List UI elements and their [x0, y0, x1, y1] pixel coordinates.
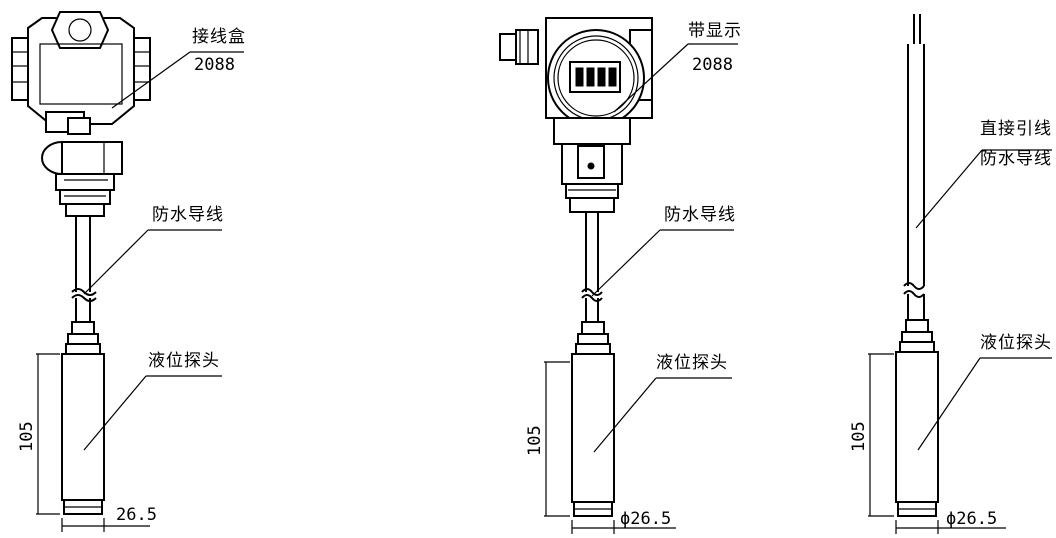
probe-label: 液位探头 — [980, 333, 1052, 353]
length-dimension: 105 — [525, 425, 545, 456]
diameter-dimension: ϕ26.5 — [620, 509, 671, 529]
variant-with-display: 带显示 2088 防水导线 液位探头 105 ϕ26.5 — [499, 17, 742, 534]
level-probe — [61, 321, 105, 515]
cable-label-line2: 防水导线 — [980, 149, 1052, 169]
waterproof-cable — [581, 212, 603, 322]
probe-label: 液位探头 — [656, 353, 728, 373]
cable-label: 防水导线 — [152, 205, 224, 225]
housing-label: 接线盒 — [192, 27, 246, 47]
housing-label: 带显示 — [688, 21, 742, 41]
level-probe — [895, 319, 939, 517]
cable-label-line1: 直接引线 — [980, 119, 1052, 139]
display-housing — [499, 17, 653, 213]
diameter-dimension: ϕ26.5 — [946, 509, 997, 529]
dimensions — [544, 361, 676, 534]
junction-box-housing — [11, 11, 151, 217]
dimensions — [36, 353, 150, 532]
model-label: 2088 — [194, 55, 235, 75]
probe-label: 液位探头 — [148, 351, 220, 371]
waterproof-cable — [71, 216, 97, 322]
variant-direct-lead: 直接引线 防水导线 液位探头 105 ϕ26.5 — [849, 14, 1052, 534]
diameter-dimension: 26.5 — [116, 505, 157, 525]
dimensions — [868, 353, 1006, 534]
variant-junction-box: 接线盒 2088 防水导线 液位探头 105 26.5 — [11, 11, 246, 532]
leaders — [591, 43, 738, 453]
level-probe — [571, 321, 615, 517]
leaders — [83, 51, 244, 451]
leaders — [915, 149, 1052, 451]
model-label: 2088 — [692, 55, 733, 75]
waterproof-cable — [903, 14, 925, 320]
length-dimension: 105 — [17, 421, 37, 452]
length-dimension: 105 — [849, 421, 869, 452]
cable-label: 防水导线 — [664, 205, 736, 225]
